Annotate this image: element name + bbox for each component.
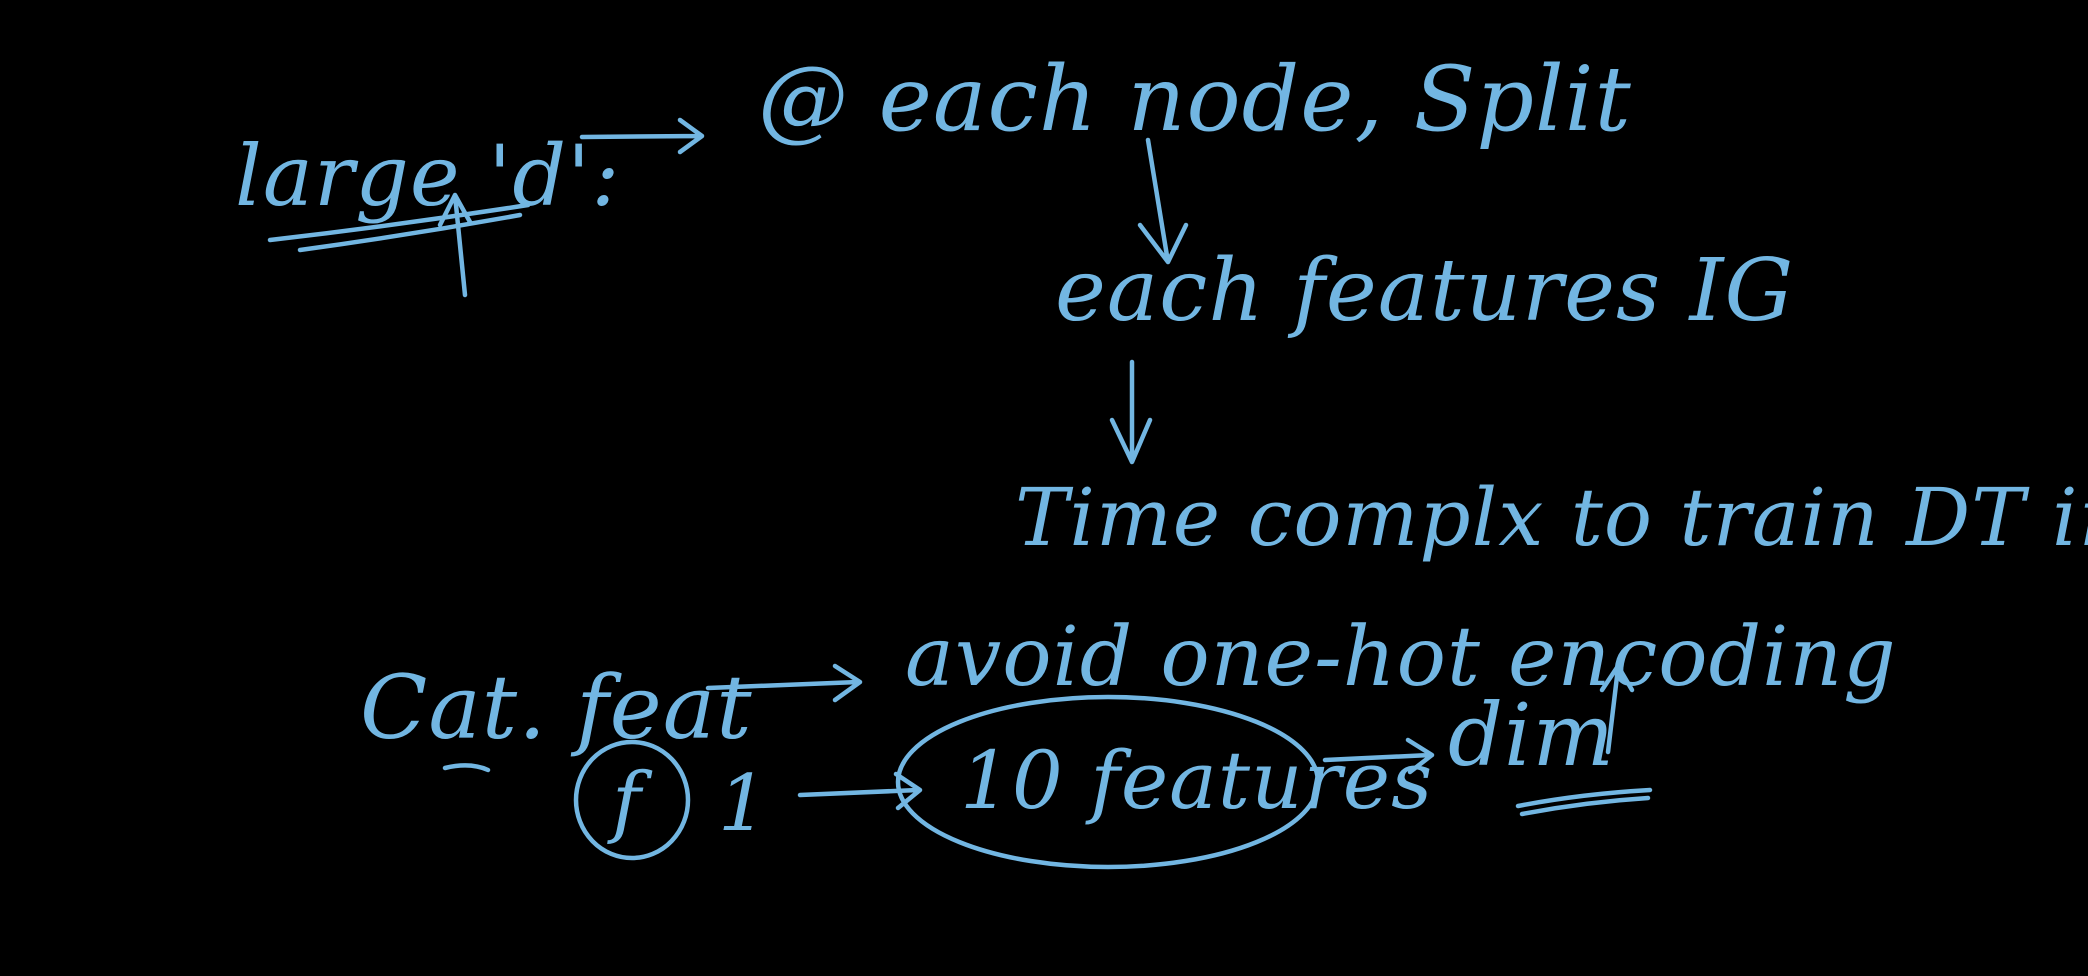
note-f: f [607,757,653,847]
underline-large-d-2 [297,212,523,253]
note-time-complexity: Time complx to train DT increases [1015,471,2088,564]
arrow-to-split [579,117,705,155]
note-ten-features: 10 features [960,734,1433,827]
arrow-to-dim [1322,737,1435,775]
arrow-down-2 [1109,359,1153,465]
arrow-up-to-d [437,192,473,298]
note-one: 1 [718,759,769,849]
note-large-d: large 'd': [235,127,621,225]
underline-dim [1515,787,1653,809]
circle-f [573,739,691,861]
note-each-node-split: @ each node, Split [758,47,1632,152]
arrow-up-dim [1599,663,1635,755]
note-each-features-ig: each features IG [1055,241,1794,341]
underline-dim-2 [1519,795,1651,817]
note-avoid-one-hot: avoid one-hot encoding [905,610,1897,705]
note-cat-feat: Cat. feat [360,656,753,759]
note-dim: dim [1448,686,1615,786]
underline-cat [442,763,491,773]
underline-large-d [267,202,531,243]
arrow-down-1 [1137,137,1189,265]
arrow-to-avoid [705,663,863,703]
ellipse-ten-features [895,694,1321,870]
